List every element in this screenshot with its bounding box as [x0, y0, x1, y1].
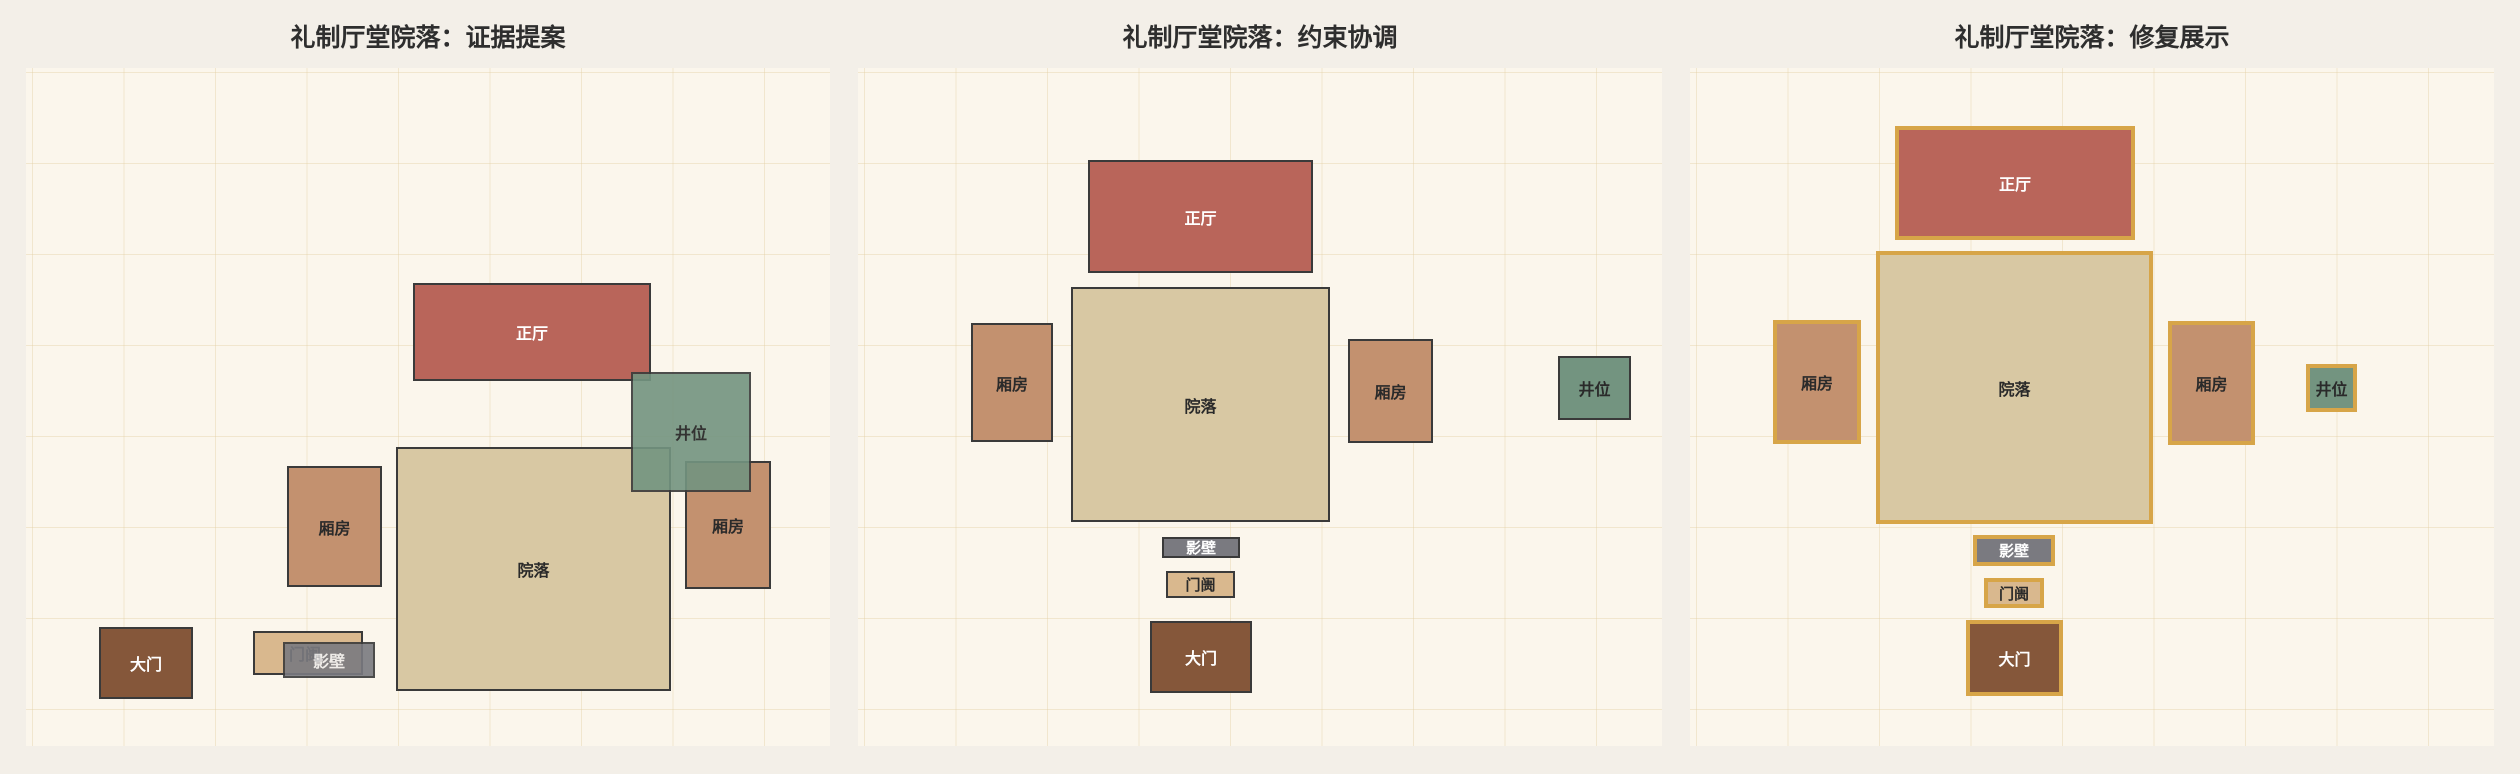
room-main-gate[interactable]: 大门 [1966, 620, 2063, 696]
canvas-proposal: 正厅 厢房 院落 厢房 井位 大门 门阓 影壁 [26, 68, 830, 746]
room-courtyard[interactable]: 院落 [396, 447, 671, 691]
room-zhengting[interactable]: 正厅 [1088, 160, 1313, 273]
panel-title-coordination: 礼制厅堂院落：约束协调 [1122, 23, 1398, 52]
room-screen-wall[interactable]: 影壁 [1973, 535, 2055, 566]
canvas-restoration: 正厅 厢房 院落 厢房 井位 影壁 门阓 大门 [1690, 68, 2494, 746]
room-gate-passage[interactable]: 门阓 [1984, 578, 2044, 608]
room-screen-wall[interactable]: 影壁 [283, 642, 375, 678]
room-well[interactable]: 井位 [2306, 364, 2357, 412]
room-wing-right[interactable]: 厢房 [2168, 321, 2255, 445]
room-main-gate[interactable]: 大门 [1150, 621, 1252, 693]
room-gate-passage[interactable]: 门阓 [1166, 571, 1235, 598]
panel-title-proposal: 礼制厅堂院落：证据提案 [290, 23, 566, 52]
room-zhengting[interactable]: 正厅 [413, 283, 651, 381]
room-courtyard[interactable]: 院落 [1071, 287, 1330, 522]
room-screen-wall[interactable]: 影壁 [1162, 537, 1240, 558]
room-wing-right[interactable]: 厢房 [1348, 339, 1433, 443]
room-well[interactable]: 井位 [1558, 356, 1631, 420]
canvas-coordination: 正厅 厢房 院落 厢房 井位 影壁 门阓 大门 [858, 68, 1662, 746]
room-wing-left[interactable]: 厢房 [1773, 320, 1861, 444]
room-wing-left[interactable]: 厢房 [971, 323, 1053, 442]
panel-title-restoration: 礼制厅堂院落：修复展示 [1954, 23, 2230, 52]
room-zhengting[interactable]: 正厅 [1895, 126, 2135, 240]
room-main-gate[interactable]: 大门 [99, 627, 193, 699]
room-well[interactable]: 井位 [631, 372, 751, 492]
room-courtyard[interactable]: 院落 [1876, 251, 2153, 524]
room-wing-left[interactable]: 厢房 [287, 466, 382, 587]
